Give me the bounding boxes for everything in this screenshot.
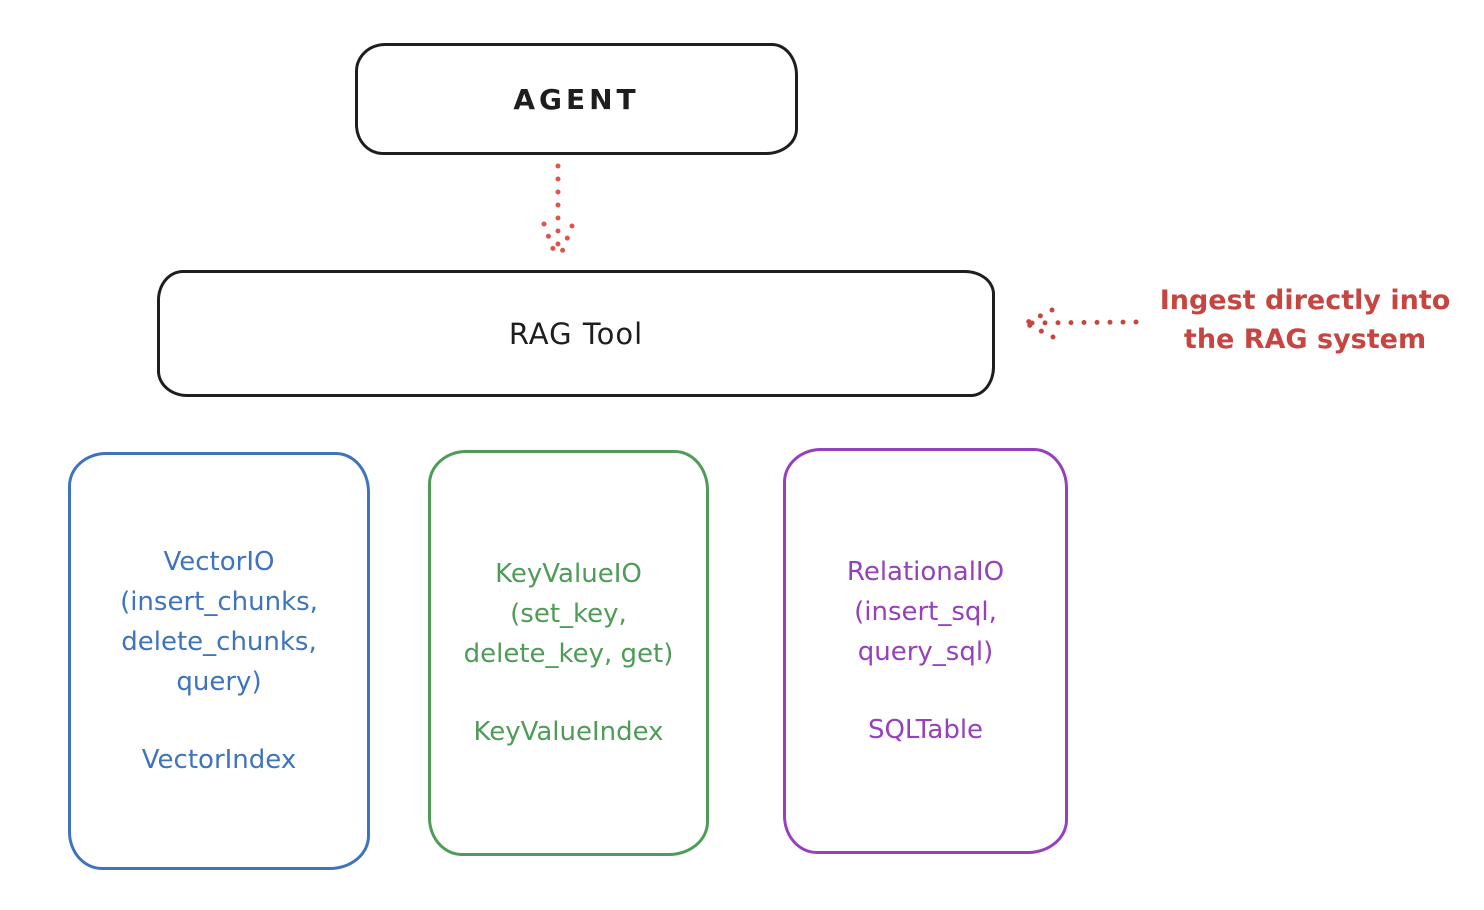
relational-io-line: query_sql) [857,637,994,667]
ingest-annotation-line2: the RAG system [1183,324,1427,355]
keyvalue-io-line: delete_key, get) [463,639,674,669]
storage-box-relational-io: RelationalIO (insert_sql, query_sql) SQL… [783,448,1068,854]
rag-tool-label: RAG Tool [508,316,644,351]
ingest-annotation: Ingest directly into the RAG system [1130,281,1480,359]
vector-io-line: (insert_chunks, [120,587,318,617]
relational-io-line: RelationalIO [846,557,1005,587]
vector-index-label: VectorIndex [141,745,297,775]
ingest-annotation-line1: Ingest directly into [1159,285,1451,316]
keyvalue-index-label: KeyValueIndex [473,717,664,747]
keyvalue-io-line: (set_key, [510,599,627,629]
agent-box: AGENT [355,43,798,155]
dotted-arrow-left-icon [1023,307,1139,340]
vector-io-line: VectorIO [163,547,275,577]
rag-tool-box: RAG Tool [157,270,995,397]
keyvalue-io-line: KeyValueIO [495,559,642,589]
dotted-arrow-down-icon [541,163,575,260]
storage-box-vector-io: VectorIO (insert_chunks, delete_chunks, … [68,452,370,870]
relational-io-line: (insert_sql, [854,597,997,627]
vector-io-line: query) [176,667,262,697]
vector-io-line: delete_chunks, [121,627,317,657]
storage-box-keyvalue-io: KeyValueIO (set_key, delete_key, get) Ke… [428,450,709,856]
sqltable-label: SQLTable [867,715,984,745]
agent-label: AGENT [513,82,640,116]
